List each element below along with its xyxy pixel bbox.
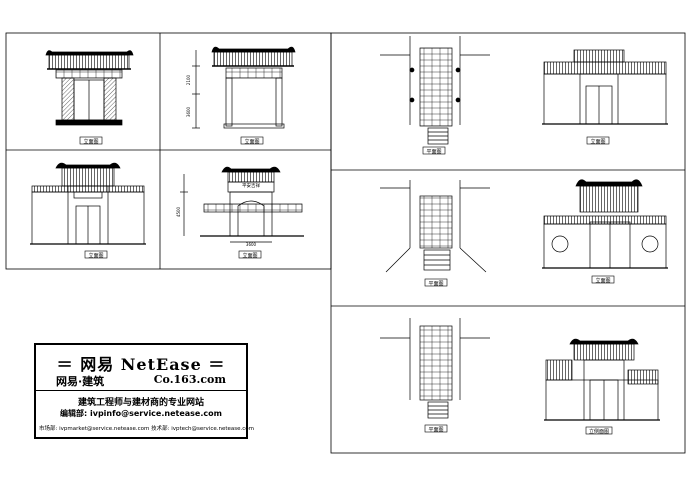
label-side-2: 立面图 (591, 275, 615, 284)
side-elevation-1 (542, 49, 668, 125)
panel-frames (5, 32, 686, 454)
label-side-3: 立侧面图 (585, 426, 613, 435)
label-text: 立面图 (83, 138, 98, 145)
label-elevation-1: 立面图 (79, 136, 103, 145)
dim-text: 2100 (186, 74, 191, 85)
plaque-text: 平安吉祥 (242, 182, 260, 189)
title-block-editor: 编辑部: ivpinfo@service.netease.com (60, 409, 222, 418)
dims-elevation-4: 平安吉祥 3600 4500 (176, 182, 260, 247)
side-elevation-3 (544, 338, 660, 421)
gate-elevation-4 (180, 166, 304, 243)
title-block-brand: ＝ 网易 NetEase ＝ (56, 355, 226, 374)
dim-text: 3600 (186, 106, 191, 117)
label-elevation-3: 立面图 (84, 250, 108, 259)
title-block: ＝ 网易 NetEase ＝ 网易·建筑 Co.163.com 建筑工程师与建材… (34, 343, 254, 439)
label-text: 平面图 (428, 281, 443, 287)
label-text: 立面图 (595, 277, 610, 284)
gate-elevation-3 (30, 162, 146, 245)
label-text: 立面图 (244, 138, 259, 145)
title-block-domain: Co.163.com (153, 373, 226, 386)
label-text: 立侧面图 (589, 428, 609, 435)
label-elevation-2: 立面图 (240, 136, 264, 145)
dim-text: 4500 (176, 206, 181, 217)
label-plan-1: 平面图 (422, 146, 446, 155)
plan-3 (380, 318, 490, 419)
label-text: 立面图 (242, 252, 257, 259)
label-text: 平面图 (428, 427, 443, 433)
side-elevation-2 (542, 179, 668, 269)
label-elevation-4: 立面图 (238, 250, 262, 259)
title-block-tagline: 建筑工程师与建材商的专业网站 (77, 398, 204, 408)
dim-text: 3600 (246, 242, 257, 247)
label-text: 立面图 (88, 252, 103, 259)
title-block-subbrand: 网易·建筑 (56, 375, 105, 388)
dims-elevation-2: 2100 3600 (186, 74, 191, 117)
gate-elevation-1 (45, 50, 134, 126)
label-text: 立面图 (590, 138, 605, 145)
plan-1 (380, 36, 490, 145)
label-plan-2: 平面图 (424, 278, 448, 287)
plan-2 (380, 180, 490, 273)
label-plan-3: 平面图 (424, 424, 448, 433)
label-text: 平面图 (426, 149, 441, 155)
title-block-divider (36, 390, 246, 391)
title-block-contacts: 市场部: ivpmarket@service.netease.com 技术部: … (39, 426, 255, 432)
gate-elevation-2 (192, 46, 296, 129)
label-side-1: 立面图 (586, 136, 610, 145)
